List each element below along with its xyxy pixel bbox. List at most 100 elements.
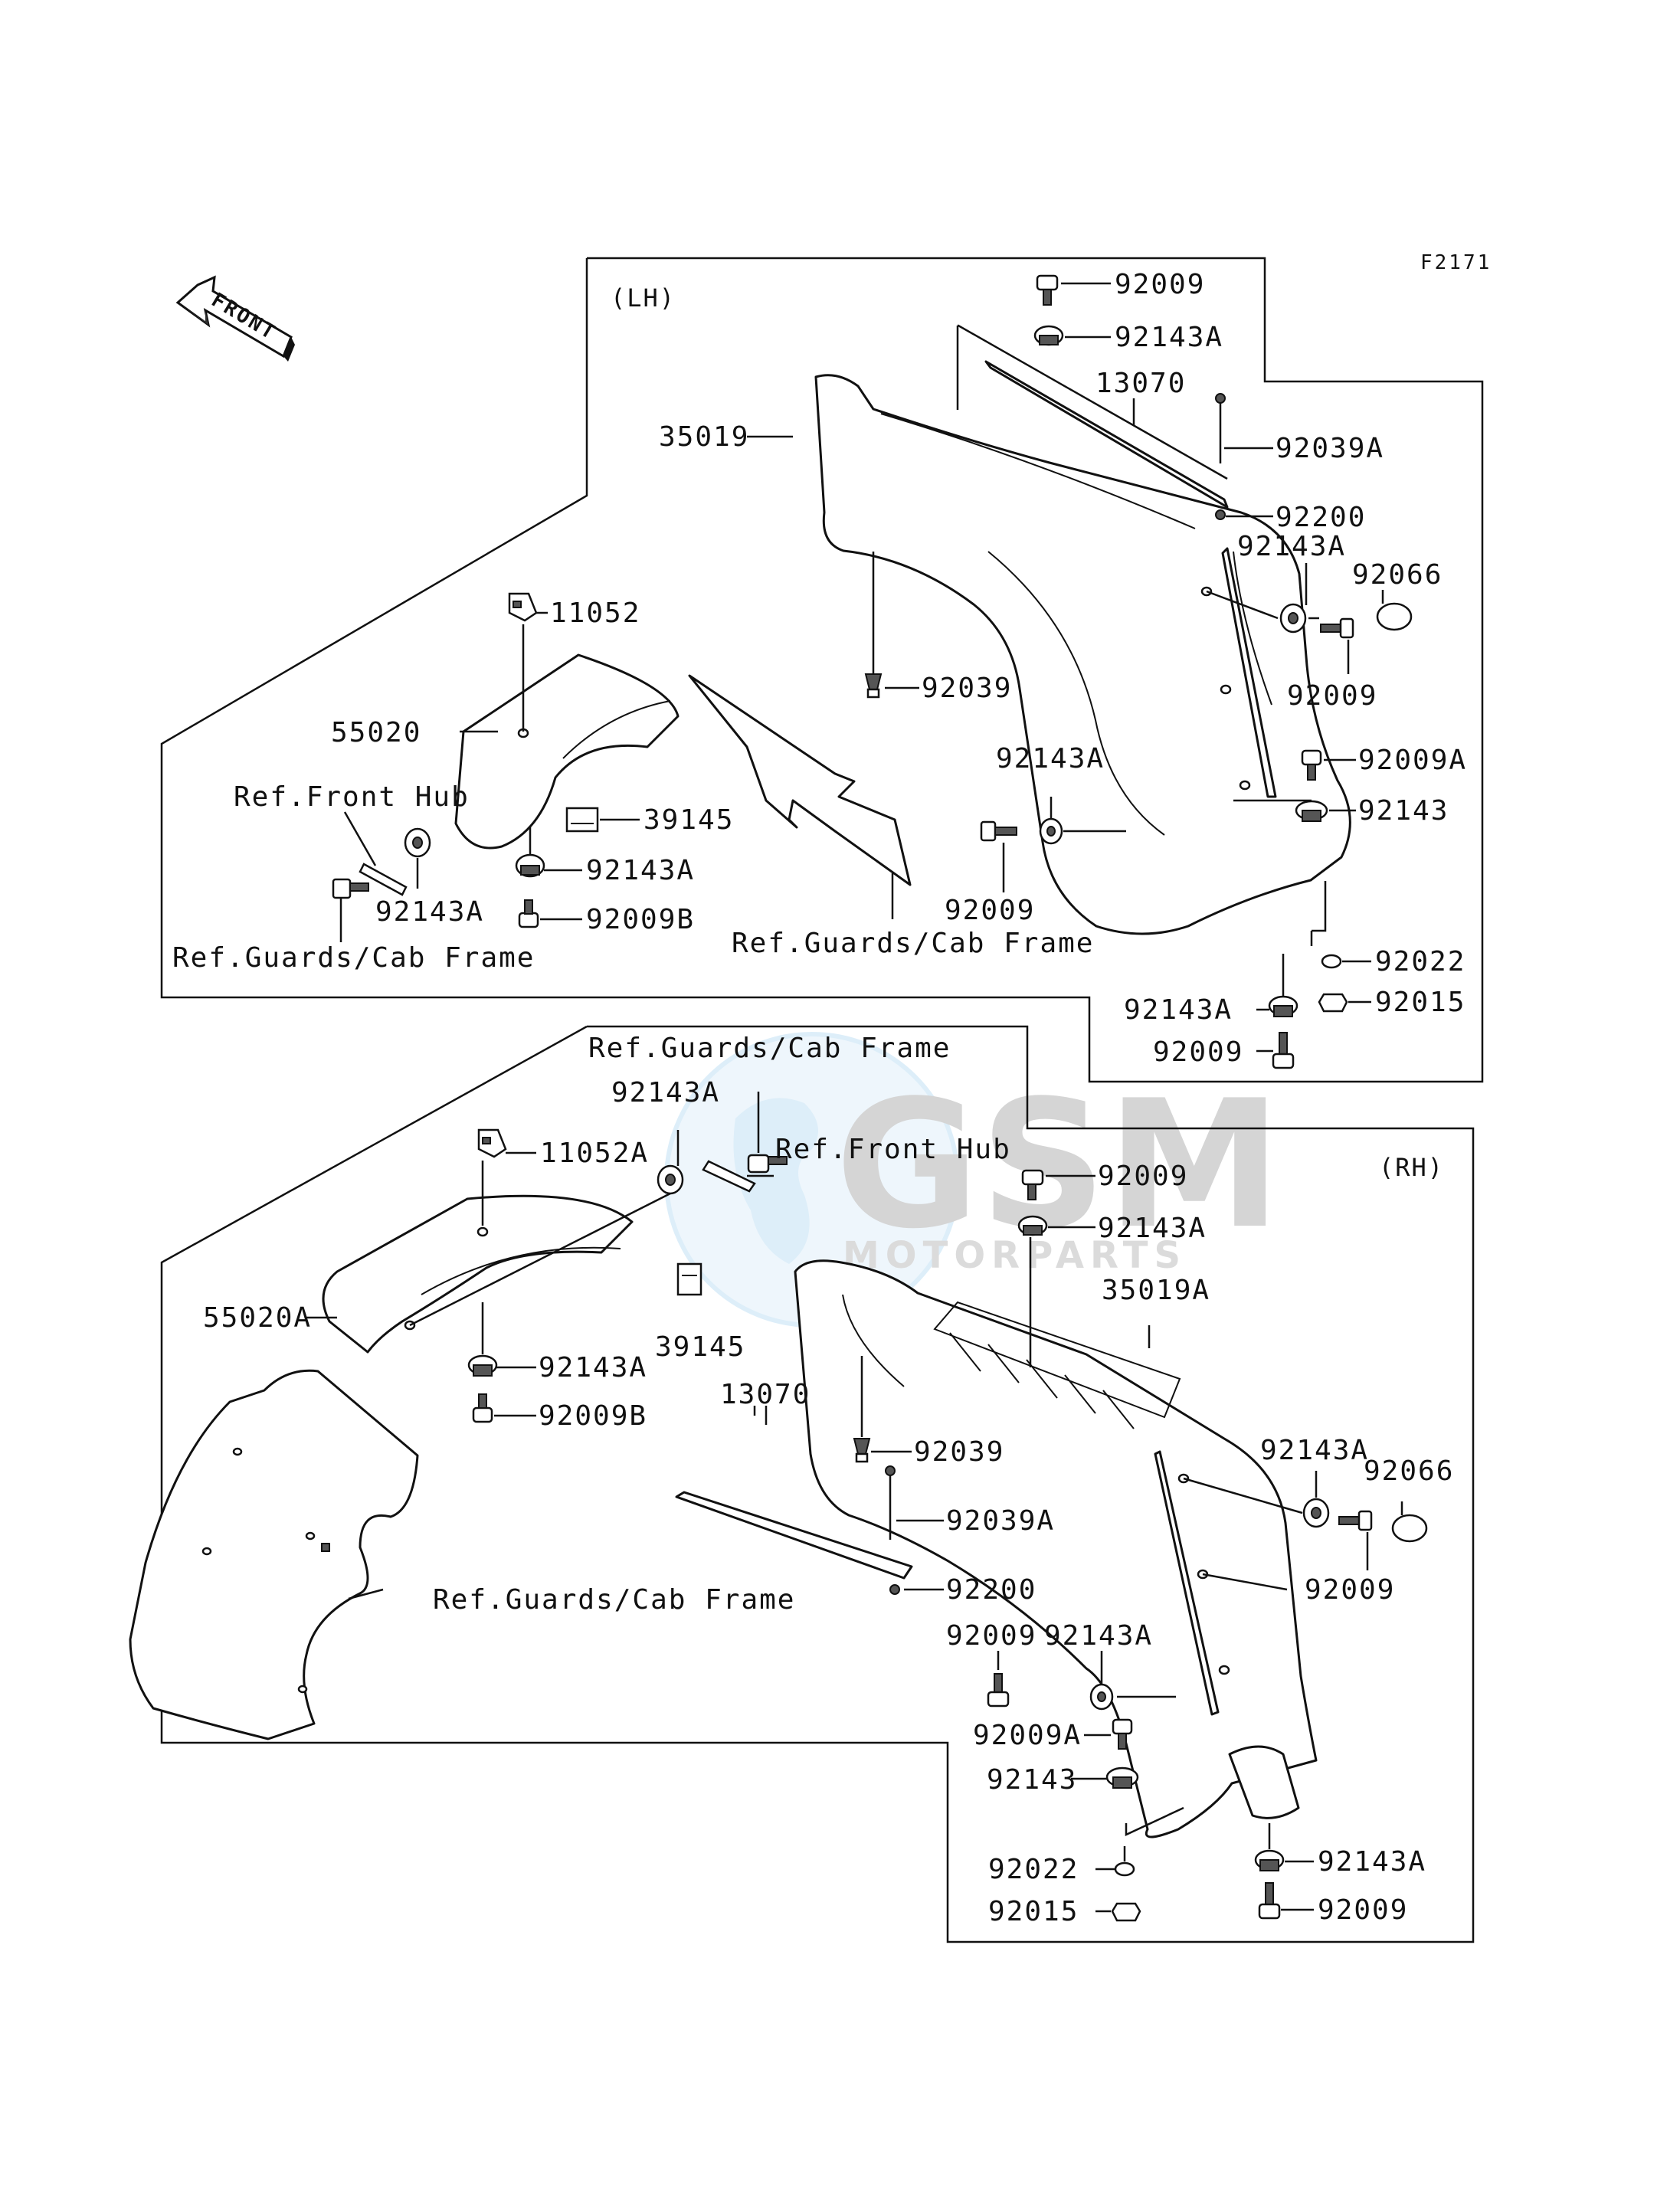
lh-bolt-icon-92009-bottom (1272, 1032, 1295, 1069)
rh-label-92009-top: 92009 (1098, 1161, 1188, 1192)
lh-ref-guard-plate (688, 674, 912, 886)
watermark: GSM MOTORPARTS (664, 1032, 1282, 1328)
rh-label-92143A-top: 92143A (1098, 1213, 1207, 1244)
lh-hub-plate (359, 863, 408, 896)
rh-pin-icon-92039 (853, 1438, 871, 1463)
rh-bolt-icon-92009-side (1338, 1510, 1373, 1531)
rh-label-92143: 92143 (987, 1764, 1077, 1796)
lh-label-92143A-low: 92143A (586, 855, 695, 886)
rh-label-92009-mid: 92009 (946, 1620, 1036, 1652)
lh-label-92009A: 92009A (1358, 745, 1467, 776)
lh-hardware (332, 274, 1413, 1069)
rh-label-35019A: 35019A (1102, 1275, 1210, 1306)
rh-label-13070: 13070 (720, 1379, 811, 1410)
front-arrow-icon: FRONT (175, 275, 295, 362)
lh-nut-icon-92015 (1318, 993, 1348, 1013)
rh-grommet-icon-92143 (1105, 1766, 1139, 1789)
rh-label-11052A: 11052A (540, 1138, 649, 1169)
lh-label-92009-mid: 92009 (945, 895, 1035, 926)
lh-clip-icon-39145 (565, 807, 599, 833)
rh-label-ref-front-hub: Ref.Front Hub (775, 1134, 1011, 1165)
rh-bolt-icon-92009-mid (987, 1673, 1010, 1708)
lh-label-92143A-hub: 92143A (375, 896, 484, 928)
lh-label-92200: 92200 (1276, 502, 1366, 533)
rh-grommet-icon-92143A-mid (1089, 1683, 1114, 1711)
rh-label-55020A: 55020A (203, 1302, 312, 1334)
lh-label-92143A-bottom: 92143A (1124, 994, 1233, 1026)
watermark-sub: MOTORPARTS (843, 1234, 1187, 1277)
watermark-continents (733, 1098, 818, 1264)
rh-bolt-icon-92009A (1112, 1718, 1133, 1750)
lh-washer-icon-92200 (1215, 509, 1226, 520)
rh-label-39145: 39145 (655, 1331, 745, 1363)
lh-side-label: (LH) (611, 283, 676, 313)
lh-bolt-icon-92009-mid (980, 820, 1017, 842)
lh-rivet-icon-92039A (1215, 393, 1226, 463)
rh-label-92015: 92015 (988, 1896, 1079, 1927)
lh-label-92009-side: 92009 (1287, 680, 1377, 712)
rh-label-92009-bottom: 92009 (1318, 1894, 1408, 1926)
rh-label-92200: 92200 (946, 1574, 1036, 1606)
lh-label-92009-top: 92009 (1115, 269, 1205, 300)
rh-bolt-icon-92009B (472, 1393, 493, 1423)
lh-hub-bolt-icon (332, 878, 369, 899)
lh-bolt-icon-92009A (1301, 749, 1322, 781)
rh-grommet-icon-92143A-top (1017, 1215, 1048, 1236)
rh-bracket-55020A (322, 1194, 634, 1354)
rh-label-92009B: 92009B (539, 1400, 647, 1432)
rh-label-92066: 92066 (1364, 1455, 1454, 1487)
lh-cap-icon-92066 (1376, 602, 1413, 631)
lh-label-92143A-mid: 92143A (996, 743, 1105, 774)
lh-label-ref-front-hub: Ref.Front Hub (234, 781, 470, 813)
lh-grommet-icon-92143A-top (1033, 325, 1064, 346)
rh-label-92009A: 92009A (973, 1720, 1082, 1751)
lh-label-55020: 55020 (331, 717, 421, 748)
rh-grommet-icon-92143A-hub (657, 1164, 684, 1195)
lh-label-92143A-side: 92143A (1237, 531, 1346, 562)
rh-leaders (306, 1092, 1403, 1913)
lh-leaders (339, 282, 1384, 1053)
figure-code: F2171 (1420, 251, 1492, 274)
lh-label-11052: 11052 (550, 598, 640, 629)
rh-hub-plate (702, 1160, 756, 1193)
rh-grommet-icon-92143A-side (1302, 1498, 1330, 1528)
rh-label-92143A-side: 92143A (1260, 1435, 1369, 1466)
rh-rivet-icon-92039A (885, 1465, 896, 1540)
rh-label-92143A-bottom: 92143A (1318, 1846, 1426, 1878)
lh-label-92015: 92015 (1375, 987, 1465, 1018)
lh-label-35019: 35019 (659, 421, 749, 453)
rh-label-92009-side: 92009 (1305, 1574, 1395, 1606)
rh-label-92039: 92039 (914, 1436, 1004, 1468)
rh-hardware (467, 1128, 1428, 1922)
rh-frame (160, 1025, 1475, 1943)
rh-label-92039A: 92039A (946, 1505, 1055, 1537)
lh-label-92009B: 92009B (586, 904, 695, 935)
rh-ref-guard-plate (129, 1369, 419, 1740)
rh-side-label: (RH) (1379, 1153, 1444, 1182)
lh-bolt-icon-92009-top (1036, 274, 1059, 306)
rh-grommet-icon-92143A-bracket (467, 1354, 498, 1377)
rh-labels: Ref.Guards/Cab Frame 92143A 11052A Ref.F… (203, 1033, 1454, 1927)
lh-grommet-icon-92143A-hub (404, 827, 431, 858)
lh-washer-icon-92022 (1321, 954, 1342, 969)
lh-labels: 92009 92143A 13070 92039A 35019 92200 92… (172, 269, 1467, 1068)
lh-label-92066: 92066 (1352, 559, 1443, 591)
rh-label-92143A-hub: 92143A (611, 1077, 720, 1108)
rh-label-92022: 92022 (988, 1854, 1079, 1885)
lh-label-92039A: 92039A (1276, 433, 1384, 464)
lh-pin-icon-92039 (864, 673, 883, 699)
lh-bolt-icon-92009-side (1320, 617, 1354, 639)
rh-clip-icon-11052A (477, 1128, 507, 1158)
lh-grommet-icon-92143A-side (1279, 603, 1307, 634)
rh-label-ref-guards-bottom: Ref.Guards/Cab Frame (433, 1584, 795, 1616)
rh-clip-icon-39145 (676, 1262, 702, 1296)
rh-label-92143A-bracket: 92143A (539, 1352, 647, 1383)
rh-nut-icon-92015 (1111, 1902, 1141, 1922)
rh-grommet-icon-92143A-bottom (1254, 1849, 1285, 1871)
lh-label-13070: 13070 (1095, 368, 1186, 399)
lh-grommet-icon-92143A-bottom (1268, 995, 1298, 1017)
lh-bolt-icon-92009B (518, 899, 539, 928)
lh-clip-icon-11052 (508, 592, 538, 622)
rh-cap-icon-92066 (1391, 1514, 1428, 1543)
